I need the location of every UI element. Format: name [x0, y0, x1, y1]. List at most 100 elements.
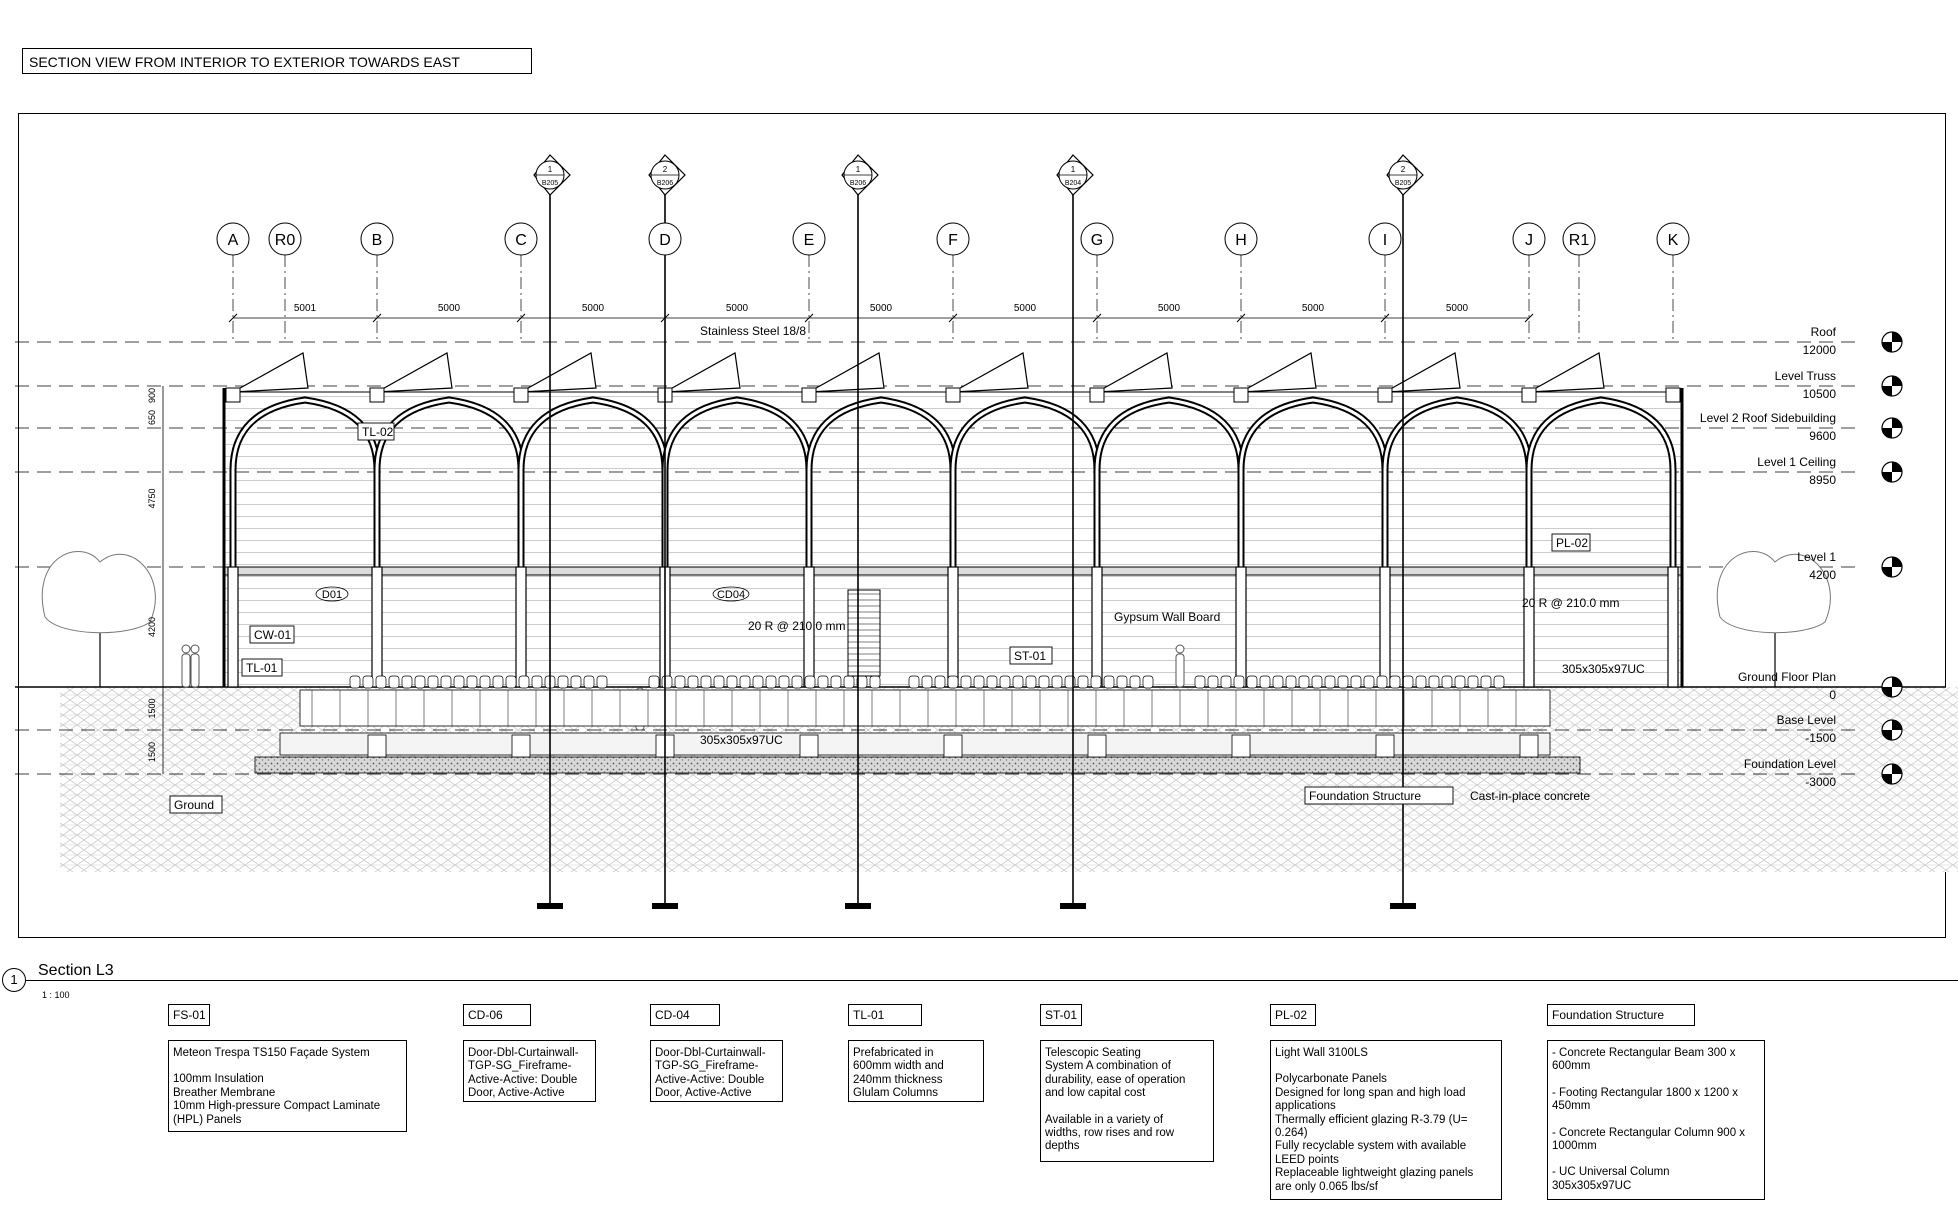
- foundation-slab: [254, 756, 1581, 774]
- sheet-frame: [18, 113, 1946, 938]
- vertical-dimension-text: 4200: [147, 617, 157, 637]
- roof-sawtooth: [520, 352, 597, 393]
- seat: [1233, 675, 1245, 689]
- seat: [1493, 675, 1505, 689]
- column: [1667, 566, 1679, 688]
- roof-sawtooth: [1528, 352, 1605, 393]
- note-line: durability, ease of operation: [1045, 1073, 1186, 1086]
- section-marker-sheet: B206: [850, 180, 866, 187]
- note-line: applications: [1275, 1100, 1336, 1113]
- dimension-tick: [1236, 313, 1246, 323]
- roof-sawtooth: [808, 352, 885, 393]
- seat: [466, 675, 478, 689]
- seat: [1441, 675, 1453, 689]
- note-line: 0.264): [1275, 1127, 1308, 1140]
- vertical-dimension-text: 900: [147, 388, 157, 403]
- column-cap: [369, 387, 385, 403]
- section-cut-end: [1390, 903, 1416, 909]
- sheet-title: SECTION VIEW FROM INTERIOR TO EXTERIOR T…: [22, 48, 532, 74]
- dimension-text: 5000: [582, 303, 605, 314]
- column-cap: [1377, 387, 1393, 403]
- level-head-fill: [1882, 472, 1892, 482]
- dimension-tick: [516, 313, 526, 323]
- level-head-fill: [1892, 332, 1902, 342]
- seat: [401, 675, 413, 689]
- glulam-arch-core: [663, 398, 811, 567]
- seat: [1207, 675, 1219, 689]
- seat: [557, 675, 569, 689]
- level-head-fill: [1882, 428, 1892, 438]
- annotation-pl02-box: [1551, 533, 1591, 552]
- dimension-text: 5000: [1014, 303, 1037, 314]
- column: [515, 566, 527, 688]
- note-line: depths: [1045, 1140, 1080, 1153]
- level-name: Ground Floor Plan: [1738, 670, 1836, 684]
- seating-base: [299, 689, 1551, 727]
- level-name: Foundation Level: [1744, 757, 1836, 771]
- column-cap: [513, 387, 529, 403]
- seat: [1428, 675, 1440, 689]
- annotation-st01: ST-01: [1014, 649, 1046, 663]
- seat: [492, 675, 504, 689]
- note-line: Door, Active-Active: [468, 1087, 565, 1100]
- dimension-tick: [1524, 313, 1534, 323]
- section-title: Section L3: [38, 962, 114, 979]
- annotation-tl01-box: [241, 658, 283, 677]
- seat: [388, 675, 400, 689]
- seat: [1337, 675, 1349, 689]
- foundation-column: [367, 734, 387, 758]
- annotation-col-mid: 305x305x97UC: [700, 733, 783, 747]
- person: [190, 644, 200, 688]
- seat: [713, 675, 725, 689]
- level-head-fill: [1892, 376, 1902, 386]
- note-line: Light Wall 3100LS: [1275, 1047, 1368, 1059]
- note-tag: ST-01: [1040, 1004, 1082, 1026]
- note-line: System A combination of: [1045, 1060, 1171, 1073]
- annotation-pl02: PL-02: [1556, 536, 1588, 550]
- seat: [1363, 675, 1375, 689]
- foundation-column: [1375, 734, 1395, 758]
- dimension-text: 5000: [1302, 303, 1325, 314]
- seat: [960, 675, 972, 689]
- section-marker-number: 1: [1071, 165, 1076, 174]
- note-line: 10mm High-pressure Compact Laminate: [173, 1100, 381, 1113]
- dimension-tick: [228, 313, 238, 323]
- grid-label: E: [804, 232, 815, 249]
- note-line: Door-Dbl-Curtainwall-: [655, 1047, 766, 1059]
- seat: [1285, 675, 1297, 689]
- glulam-arch-core: [1239, 398, 1387, 567]
- note-line: Door-Dbl-Curtainwall-: [468, 1047, 579, 1059]
- glulam-arch-core: [1383, 398, 1531, 567]
- seat: [1025, 675, 1037, 689]
- seat: [791, 675, 803, 689]
- roof-sawtooth: [376, 352, 453, 393]
- seat: [596, 675, 608, 689]
- section-title-line: [26, 980, 1958, 981]
- note-line: TGP-SG_Fireframe-: [655, 1060, 759, 1073]
- annotation-ground-box: [169, 795, 223, 814]
- note-line: (HPL) Panels: [173, 1113, 242, 1126]
- seat: [518, 675, 530, 689]
- level-head-fill: [1892, 764, 1902, 774]
- seat: [1051, 675, 1063, 689]
- column-cap: [225, 387, 241, 403]
- level-head-fill: [1882, 730, 1892, 740]
- grid-label: R1: [1569, 232, 1590, 249]
- level-elevation: 4200: [1809, 568, 1836, 582]
- dimension-text: 5000: [726, 303, 749, 314]
- column-cap: [1233, 387, 1249, 403]
- foundation-column: [1231, 734, 1251, 758]
- tree-right: [1716, 551, 1831, 687]
- level-elevation: 8950: [1809, 473, 1836, 487]
- level-head-fill: [1892, 462, 1902, 472]
- vertical-dimension-text: 1500: [147, 742, 157, 762]
- seat: [1454, 675, 1466, 689]
- note-line: 450mm: [1552, 1100, 1591, 1113]
- foundation-column: [511, 734, 531, 758]
- level-elevation: -1500: [1805, 731, 1836, 745]
- annotation-stair-left: 20 R @ 210.0 mm: [748, 619, 846, 633]
- section-marker-sheet: B205: [542, 180, 558, 187]
- seat: [1220, 675, 1232, 689]
- column: [1235, 566, 1247, 688]
- seat: [1389, 675, 1401, 689]
